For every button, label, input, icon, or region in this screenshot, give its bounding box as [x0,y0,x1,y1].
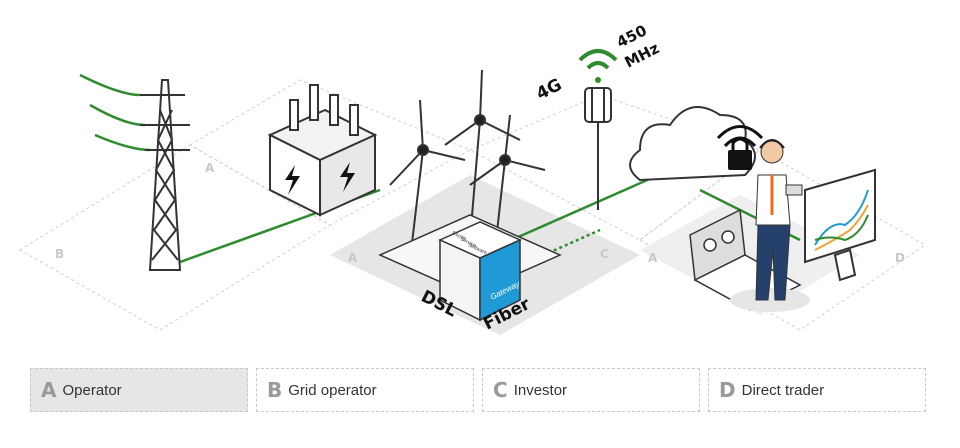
legend-label-investor: Investor [513,381,568,399]
legend-letter-a: A [41,378,57,402]
legend-letter-b: B [267,378,283,402]
transformer-icon [267,84,378,217]
zone-letter-b-left: B [55,247,64,261]
legend-label-grid-operator: Grid operator [288,381,377,399]
energy-network-diagram: A B A C A D [19,21,926,335]
zone-letter-d-right: D [895,251,905,265]
gateway-device: Gateway Router Service Software [438,221,522,322]
legend-item-investor[interactable]: C Investor [482,368,700,412]
trader-person-icon [730,139,810,312]
zone-letter-c-mid: C [600,247,609,261]
4g-label: 4G [533,75,565,105]
legend-label-direct-trader: Direct trader [741,381,825,399]
lock-icon [716,125,764,170]
legend-letter-d: D [719,378,736,402]
legend-item-operator[interactable]: A Operator [30,368,248,412]
right-zone [640,195,860,315]
power-pylon-icon [140,79,190,271]
cell-tower-icon [578,49,618,210]
monitor-icon [804,168,876,282]
cloud-icon [629,106,756,182]
legend-label-operator: Operator [62,381,122,399]
legend: A Operator B Grid operator C Investor D … [30,368,926,412]
zone-letter-a-right: A [648,251,658,265]
legend-letter-c: C [493,378,508,402]
zone-letter-a-mid: A [348,251,358,265]
legend-item-grid-operator[interactable]: B Grid operator [256,368,474,412]
legend-item-direct-trader[interactable]: D Direct trader [708,368,926,412]
zone-letter-a-left: A [205,161,215,175]
gateway-layer-router: Router [451,230,467,242]
